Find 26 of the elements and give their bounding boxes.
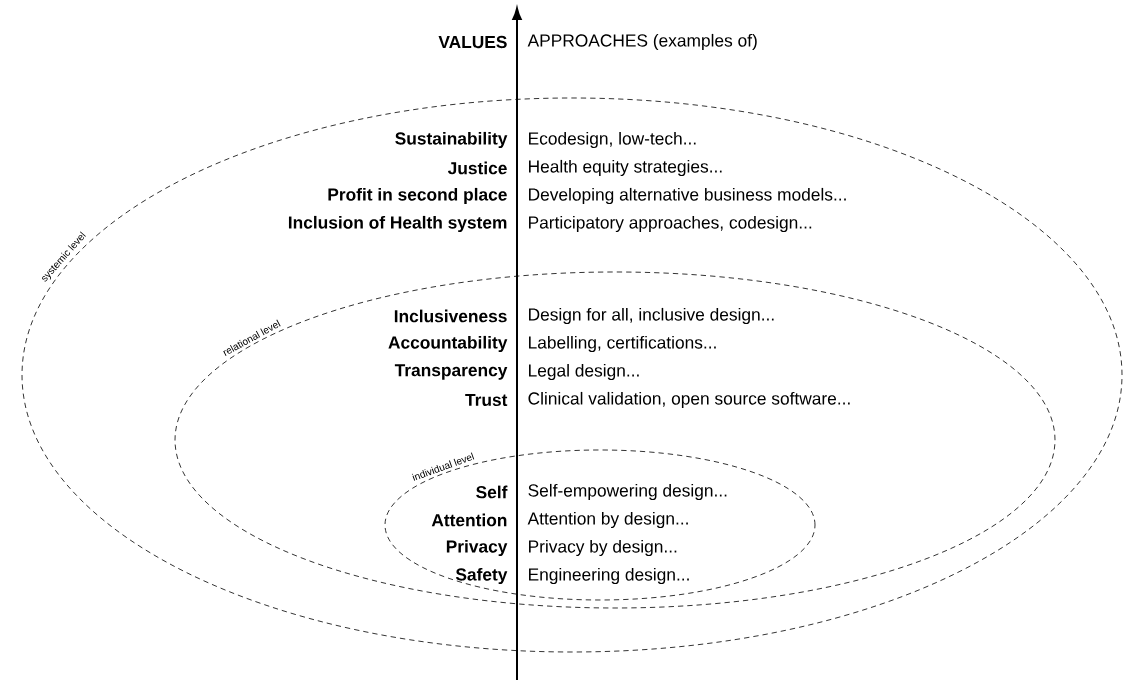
approach-label: Labelling, certifications... xyxy=(529,335,716,353)
value-label: Self xyxy=(476,485,508,499)
value-label: Transparency xyxy=(394,364,508,380)
approach-label: Self-empowering design... xyxy=(528,483,727,501)
approach-label: Design for all, inclusive design... xyxy=(529,307,774,325)
approach-label: Developing alternative business models... xyxy=(529,187,846,205)
column-heading: VALUES xyxy=(438,35,507,49)
approach-label: Attention by design... xyxy=(527,511,688,529)
value-label: Profit in second place xyxy=(328,187,507,205)
value-label: Safety xyxy=(455,567,508,585)
value-label: Attention xyxy=(431,513,507,527)
approach-label: Participatory approaches, codesign... xyxy=(529,215,812,233)
approach-label: Privacy by design... xyxy=(529,539,677,557)
approach-label: Engineering design... xyxy=(529,567,689,585)
value-label: Trust xyxy=(465,393,508,407)
approach-label: Legal design... xyxy=(529,363,639,381)
value-label: Privacy xyxy=(446,539,508,557)
column-heading: APPROACHES (examples of) xyxy=(527,33,757,51)
approach-label: Ecodesign, low-tech... xyxy=(529,131,696,149)
value-label: Inclusion of Health system xyxy=(288,215,507,233)
value-label: Sustainability xyxy=(395,131,508,149)
value-label: Justice xyxy=(447,161,507,175)
approach-label: Clinical validation, open source software... xyxy=(528,391,850,409)
value-label: Inclusiveness xyxy=(394,309,507,323)
approach-label: Health equity strategies... xyxy=(529,159,722,177)
value-label: Accountability xyxy=(388,335,508,353)
